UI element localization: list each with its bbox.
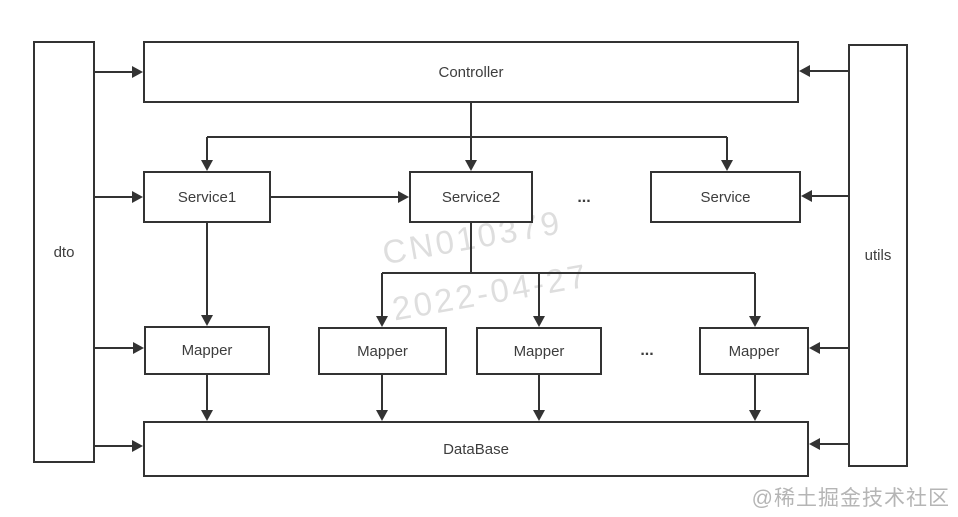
- edge-service1-mapper1-arrowhead: [201, 315, 213, 326]
- edge-mapper4-database-arrowhead: [749, 410, 761, 421]
- edge-controller-service1-arrowhead: [201, 160, 213, 171]
- node-mapper1: Mapper: [144, 326, 270, 375]
- edge-controller-branch-line: [207, 136, 727, 138]
- edge-dto-controller-arrowhead: [132, 66, 143, 78]
- mappers-ellipsis: ...: [640, 342, 654, 359]
- edge-utils-database-arrowhead: [809, 438, 820, 450]
- node-mapper2: Mapper: [318, 327, 447, 375]
- node-utils: utils: [848, 44, 908, 467]
- credit-text: @稀土掘金技术社区: [751, 487, 950, 510]
- node-controller-label: Controller: [438, 63, 504, 81]
- edge-dto-database-line: [95, 445, 132, 447]
- node-mapper3-label: Mapper: [513, 342, 565, 360]
- node-service-n: Service: [650, 171, 801, 223]
- edge-service2-mapper3-arrowhead: [533, 316, 545, 327]
- edge-mapper1-database-arrowhead: [201, 410, 213, 421]
- edge-utils-service-line: [812, 195, 848, 197]
- edge-mapper1-database-line: [206, 375, 208, 410]
- node-service1-label: Service1: [177, 188, 237, 206]
- node-dto: dto: [33, 41, 95, 463]
- edge-controller-service-arrowhead: [721, 160, 733, 171]
- edge-dto-mapper1-line: [95, 347, 133, 349]
- node-database-label: DataBase: [443, 440, 509, 458]
- edge-controller-stem-line: [470, 103, 472, 137]
- node-mapper3: Mapper: [476, 327, 602, 375]
- node-service-n-label: Service: [700, 188, 751, 206]
- edge-service2-branch-line: [382, 272, 755, 274]
- edge-dto-database-arrowhead: [132, 440, 143, 452]
- edge-controller-service1-line: [206, 137, 208, 160]
- edge-service2-mapper4-arrowhead: [749, 316, 761, 327]
- edge-service2-stem-line: [470, 223, 472, 273]
- edge-utils-controller-line: [810, 70, 848, 72]
- edge-service1-service2-line: [271, 196, 398, 198]
- edge-dto-mapper1-arrowhead: [133, 342, 144, 354]
- node-mapper4-label: Mapper: [728, 342, 780, 360]
- edge-service2-mapper2-arrowhead: [376, 316, 388, 327]
- edge-utils-mapper4-line: [820, 347, 848, 349]
- edge-mapper3-database-arrowhead: [533, 410, 545, 421]
- node-database: DataBase: [143, 421, 809, 477]
- services-ellipsis: ...: [577, 189, 591, 206]
- edge-utils-database-line: [820, 443, 848, 445]
- node-utils-label: utils: [864, 247, 892, 264]
- node-controller: Controller: [143, 41, 799, 103]
- edge-mapper2-database-arrowhead: [376, 410, 388, 421]
- node-service2-label: Service2: [441, 188, 501, 206]
- node-service1: Service1: [143, 171, 271, 223]
- node-mapper1-label: Mapper: [181, 342, 233, 359]
- edge-controller-service2-line: [470, 137, 472, 160]
- edge-service2-mapper2-line: [381, 273, 383, 316]
- edge-utils-controller-arrowhead: [799, 65, 810, 77]
- node-service2: Service2: [409, 171, 533, 223]
- edge-dto-service1-line: [95, 196, 132, 198]
- edge-mapper3-database-line: [538, 375, 540, 410]
- edge-service2-mapper4-line: [754, 273, 756, 316]
- edge-service1-service2-arrowhead: [398, 191, 409, 203]
- node-mapper4: Mapper: [699, 327, 809, 375]
- edge-dto-controller-line: [95, 71, 132, 73]
- edge-controller-service2-arrowhead: [465, 160, 477, 171]
- edge-controller-service-line: [726, 137, 728, 160]
- edge-service2-mapper3-line: [538, 273, 540, 316]
- node-mapper2-label: Mapper: [357, 342, 408, 360]
- edge-mapper4-database-line: [754, 375, 756, 410]
- edge-utils-service-arrowhead: [801, 190, 812, 202]
- edge-service1-mapper1-line: [206, 223, 208, 315]
- node-dto-label: dto: [53, 243, 75, 261]
- edge-dto-service1-arrowhead: [132, 191, 143, 203]
- edge-utils-mapper4-arrowhead: [809, 342, 820, 354]
- edge-mapper2-database-line: [381, 375, 383, 410]
